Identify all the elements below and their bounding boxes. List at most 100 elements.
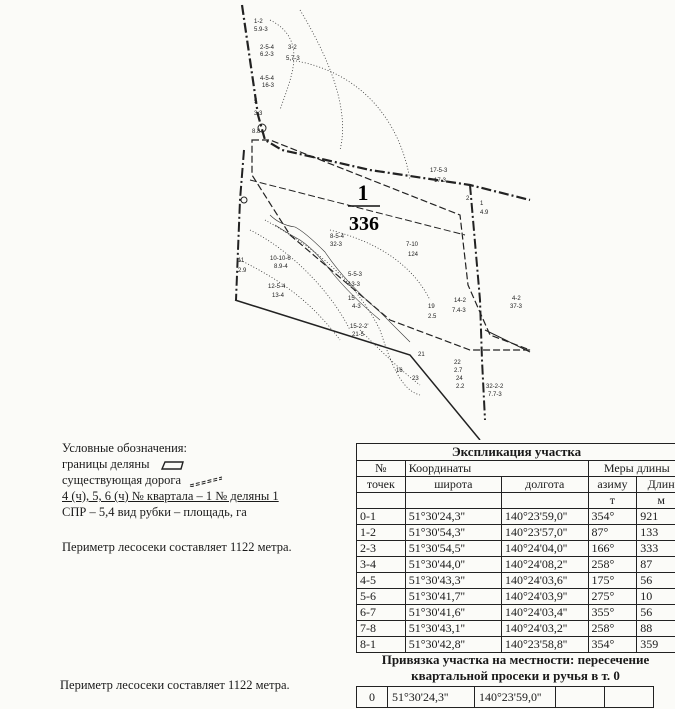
map-label-124: 124 <box>408 252 419 258</box>
cell-point: 1-2 <box>356 524 406 541</box>
map-label-8-5-4: 8-5-4 <box>330 234 345 240</box>
map-label-4-5-4: 4-5-4 <box>260 76 275 82</box>
plot-number: 1 <box>358 180 369 205</box>
boundary-bottom <box>234 299 481 440</box>
cell-lon: 140°24'03,2'' <box>500 620 589 637</box>
cell-point: 0-1 <box>356 508 406 525</box>
cell-azimuth: 258° <box>587 556 638 573</box>
header-length: Длин <box>636 476 675 493</box>
cell-point: 5-6 <box>356 588 406 605</box>
header-measures: Меры длины <box>587 460 675 477</box>
cell-lat: 51°30'41,7'' <box>404 588 502 605</box>
header-points: точек <box>356 476 406 493</box>
map-label-2: 2 <box>466 196 470 202</box>
quarter-boundary-left <box>235 149 245 301</box>
map-label-5-9-3: 5.9-3 <box>254 27 268 33</box>
cell-length: 56 <box>636 572 675 589</box>
legend-quarter-line: 4 (ч), 5, 6 (ч) № квартала – 1 № деляны … <box>62 489 279 503</box>
header-length-2: м <box>636 492 675 509</box>
cell-point: 8-1 <box>356 636 406 653</box>
reference-lat: 51°30'24,3'' <box>387 686 475 708</box>
cell-length: 333 <box>636 540 675 557</box>
map-label-2-5-4: 2-5-4 <box>260 45 275 51</box>
map-label-22: 22 <box>454 360 461 366</box>
map-label-15-2-2: 15-2-2' <box>350 324 369 330</box>
map-label-14-2: 14-2 <box>454 298 467 304</box>
reference-lon: 140°23'59,0'' <box>474 686 556 708</box>
cell-length: 921 <box>636 508 675 525</box>
map-label-23: 23 <box>412 376 419 382</box>
cell-length: 87 <box>636 556 675 573</box>
map-label-5-7-3: 5.7-3 <box>286 56 300 62</box>
cell-lat: 51°30'54,3'' <box>404 524 502 541</box>
legend-boundary: границы деляны <box>62 456 362 472</box>
cell-length: 133 <box>636 524 675 541</box>
map-label-16: 16 <box>396 368 403 374</box>
cell-lon: 140°23'59,0'' <box>500 508 589 525</box>
legend: Условные обозначения: границы деляны сущ… <box>62 440 362 520</box>
header-azimuth-text: азиму <box>597 477 628 492</box>
legend-boundary-label: границы деляны <box>62 457 150 471</box>
table-title: Экспликация участка <box>356 443 675 461</box>
cell-lat: 51°30'24,3'' <box>404 508 502 525</box>
cell-azimuth: 275° <box>587 588 638 605</box>
map-label-2-7: 2.7 <box>454 368 463 374</box>
cell-lat: 51°30'54,5'' <box>404 540 502 557</box>
map-label-3-2: 3-2 <box>288 45 297 51</box>
map-label-2-5: 2.5 <box>428 314 437 320</box>
reference-point: 0 <box>356 686 388 708</box>
header-azimuth-2: т <box>587 492 638 509</box>
cell-lat: 51°30'42,8'' <box>404 636 502 653</box>
map-label-3-3: 3.3 <box>254 111 263 117</box>
map-label-4-2: 4-2 <box>512 296 521 302</box>
map-label-15: 15 <box>348 296 355 302</box>
map-label-1-2: 1-2 <box>254 19 263 25</box>
header-coords: Координаты <box>404 460 589 477</box>
cell-azimuth: 354° <box>587 508 638 525</box>
quarter-boundary-top <box>240 4 531 202</box>
map-label-32-3: 32-3 <box>330 242 343 248</box>
cell-lon: 140°24'03,6'' <box>500 572 589 589</box>
cell-azimuth: 175° <box>587 572 638 589</box>
perimeter-text: Периметр лесосеки составляет 1122 метра. <box>62 540 292 554</box>
map-label-12-5-4: 12-5-4 <box>268 284 286 290</box>
reference-table: 0 51°30'24,3'' 140°23'59,0'' <box>356 686 654 708</box>
legend-road: существующая дорога <box>62 472 362 488</box>
legend-title: Условные обозначения: <box>62 441 188 455</box>
map-label-5: 5 <box>254 99 258 105</box>
cell-azimuth: 166° <box>587 540 638 557</box>
cell-lon: 140°23'58,8'' <box>500 636 589 653</box>
map-label-21: 21 <box>418 352 425 358</box>
cell-point: 3-4 <box>356 556 406 573</box>
map-label-37-3: 37-3 <box>510 304 523 310</box>
plot-boundary <box>251 139 531 351</box>
cell-lon: 140°24'08,2'' <box>500 556 589 573</box>
cell-point: 2-3 <box>356 540 406 557</box>
map-label-4-9: 4.9 <box>480 210 489 216</box>
cell-lat: 51°30'44,0'' <box>404 556 502 573</box>
cell-point: 4-5 <box>356 572 406 589</box>
map-label-8-8: 8.8 <box>252 129 261 135</box>
explication-table: № Координаты Меры длины точек широта дол… <box>356 460 675 653</box>
cell-azimuth: 354° <box>587 636 638 653</box>
road-symbol-icon <box>190 476 223 488</box>
map-label-4-3: 4-3 <box>352 304 361 310</box>
quarter-boundary-right <box>469 184 486 421</box>
map-label-5-5-3: 5-5-3 <box>348 272 363 278</box>
map-label-32-2-2: 32-2-2 <box>486 384 504 390</box>
boundary-symbol-icon <box>160 461 184 470</box>
map-label-2-9: 2.9 <box>238 268 247 274</box>
map-label-1: 1 <box>480 201 484 207</box>
cell-lon: 140°24'03,4'' <box>500 604 589 621</box>
map-label-8-9-4: 8.9-4 <box>274 264 288 270</box>
cell-azimuth: 258° <box>587 620 638 637</box>
map-label-13-3: 13-3 <box>348 282 361 288</box>
cell-lon: 140°24'04,0'' <box>500 540 589 557</box>
map-label-24: 24 <box>456 376 463 382</box>
map-label-10-10-6: 10-10-6 <box>270 256 291 262</box>
